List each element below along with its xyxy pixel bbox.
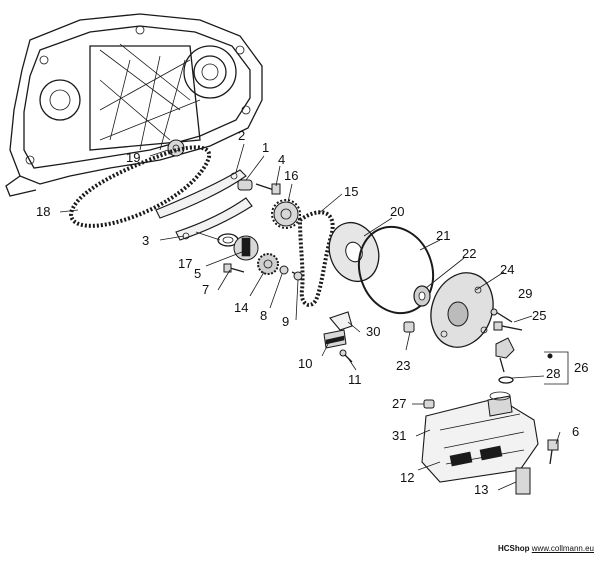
part-29-screw	[490, 308, 513, 323]
callout-8: 8	[260, 308, 267, 323]
part-11-screw	[339, 349, 353, 363]
callout-17: 17	[178, 256, 192, 271]
part-27-plug	[423, 399, 435, 409]
callout-10: 10	[298, 356, 312, 371]
callout-5: 5	[194, 266, 201, 281]
part-15-pump-chain	[297, 210, 335, 307]
footer-credit: HCShop www.collmann.eu	[498, 544, 594, 553]
part-20-cover-disc	[328, 221, 380, 283]
bracket-26-28	[544, 351, 569, 385]
callout-20: 20	[390, 204, 404, 219]
leader-lines	[59, 143, 561, 491]
callout-2: 2	[238, 128, 245, 143]
part-24-pump-cover	[430, 272, 494, 348]
callout-31: 31	[392, 428, 406, 443]
callout-9: 9	[282, 314, 289, 329]
part-2-chain-guide	[155, 169, 247, 219]
callout-6: 6	[572, 424, 579, 439]
crankcase-housing	[5, 13, 263, 197]
callout-24: 24	[500, 262, 514, 277]
callout-7: 7	[202, 282, 209, 297]
part-9-nut	[291, 271, 303, 281]
part-31-oil-sump	[421, 391, 539, 483]
callout-23: 23	[396, 358, 410, 373]
callout-12: 12	[400, 470, 414, 485]
part-22-oil-seal	[413, 285, 431, 307]
part-23-pin	[403, 321, 415, 333]
callout-22: 22	[462, 246, 476, 261]
part-30-bracket	[329, 311, 353, 331]
part-8-washer	[279, 265, 289, 275]
callout-25: 25	[532, 308, 546, 323]
footer-site-link[interactable]: www.collmann.eu	[531, 544, 594, 553]
part-18-chain	[69, 145, 212, 228]
part-1-bushing	[237, 179, 253, 191]
footer-shop-name: HCShop	[497, 544, 530, 553]
callout-16: 16	[284, 168, 298, 183]
part-26-oil-sensor	[495, 337, 515, 373]
part-25-bolt	[493, 321, 523, 331]
part-5-pump-gear	[233, 235, 259, 261]
callout-18: 18	[36, 204, 50, 219]
callout-29: 29	[518, 286, 532, 301]
part-14-drive-gear	[257, 253, 279, 275]
callout-28: 28	[546, 366, 560, 381]
part-21-o-ring	[357, 225, 435, 315]
part-13-filter	[515, 467, 531, 495]
callout-26: 26	[574, 360, 588, 375]
callout-labels: 1 2 3 4 5 6 7 8 9 10 11 12 13 14 15 16 1…	[36, 128, 588, 497]
part-28-washer	[498, 376, 514, 384]
callout-19: 19	[126, 150, 140, 165]
part-7-bolt	[223, 263, 245, 273]
callout-27: 27	[392, 396, 406, 411]
callout-11: 11	[348, 372, 362, 387]
callout-1: 1	[262, 140, 269, 155]
part-16-sprocket	[271, 199, 301, 229]
callout-3: 3	[142, 233, 149, 248]
callout-15: 15	[344, 184, 358, 199]
callout-4: 4	[278, 152, 285, 167]
part-6-screw	[547, 439, 559, 465]
callout-13: 13	[474, 482, 488, 497]
callout-14: 14	[234, 300, 248, 315]
callout-30: 30	[366, 324, 380, 339]
callout-21: 21	[436, 228, 450, 243]
part-10-clamp	[323, 329, 347, 349]
